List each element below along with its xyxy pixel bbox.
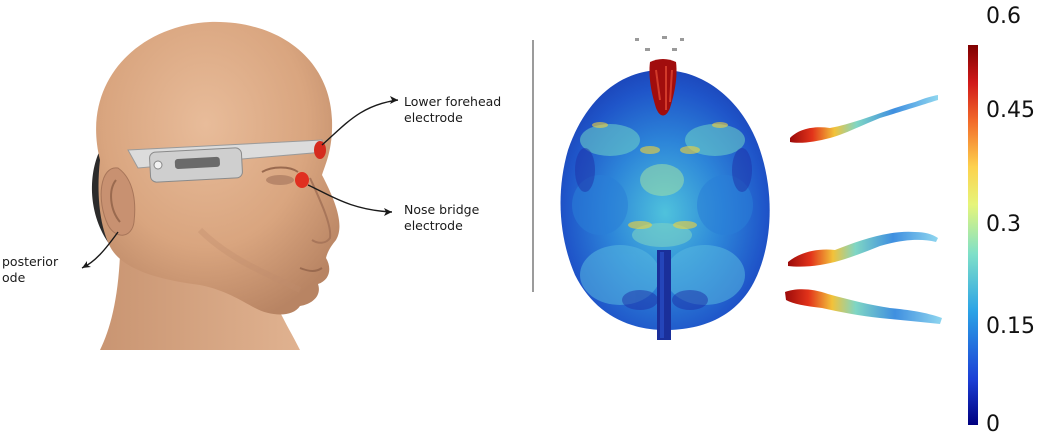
colorbar-tick-0: 0 [986, 412, 1000, 437]
nose-bridge-electrode [295, 172, 309, 188]
tract-1 [790, 95, 938, 143]
brain-heatmap [561, 36, 770, 340]
colorbar-gradient [968, 45, 978, 425]
colorbar-tick-0.3: 0.3 [986, 212, 1021, 237]
colorbar-tick-0.15: 0.15 [986, 314, 1035, 339]
tracts [785, 95, 942, 324]
colorbar [968, 45, 978, 425]
label-nose-bridge: Nose bridge electrode [404, 202, 479, 234]
label-lower-forehead: Lower forehead electrode [404, 94, 501, 126]
colorbar-tick-0.6: 0.6 [986, 4, 1021, 29]
eye [266, 175, 294, 185]
tract-3 [785, 289, 942, 324]
label-posterior: posterior ode [2, 254, 58, 286]
colorbar-tick-0.45: 0.45 [986, 98, 1035, 123]
tract-2 [788, 232, 938, 267]
